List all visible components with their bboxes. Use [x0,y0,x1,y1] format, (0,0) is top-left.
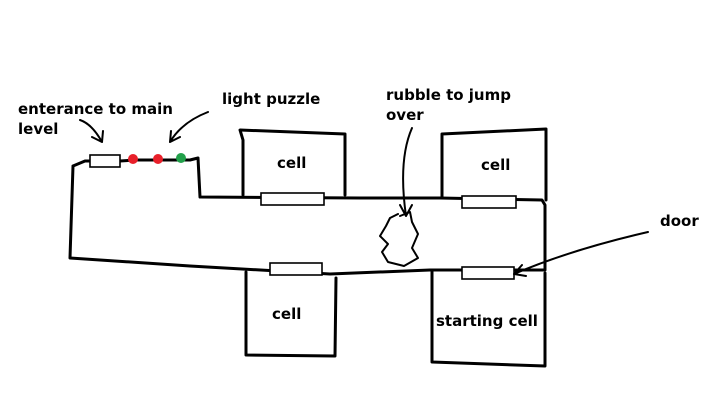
cell-top-left-label: cell [277,154,306,172]
rubble-label-line1: rubble to jump [386,86,511,104]
entrance-label-line1: enterance to main [18,100,173,118]
rubble-label-line2: over [386,106,424,124]
rubble [379,211,419,267]
door-label: door [660,212,699,230]
starting-cell-label: starting cell [436,312,538,330]
door-arrow [513,231,649,277]
cell-top-right-label: cell [481,156,510,174]
starting-cell [430,268,547,368]
entrance-label-line2: level [18,120,58,138]
cell-bottom [244,270,338,358]
cell-top-right [440,127,548,202]
starting-cell-door [461,266,515,280]
entrance-arrow [79,119,104,143]
entrance-door [89,154,121,168]
cell-door-top-right [461,195,517,209]
light-2 [153,154,163,164]
light-3 [176,153,186,163]
light-puzzle-label: light puzzle [222,90,320,108]
cell-top-left [238,128,347,197]
cell-door-bottom [269,262,323,276]
light-1 [128,154,138,164]
light-puzzle-arrow [169,111,209,143]
cell-door-top-left [260,192,325,206]
corridor-outline [68,156,547,276]
cell-bottom-label: cell [272,305,301,323]
rubble-arrow [399,127,413,217]
